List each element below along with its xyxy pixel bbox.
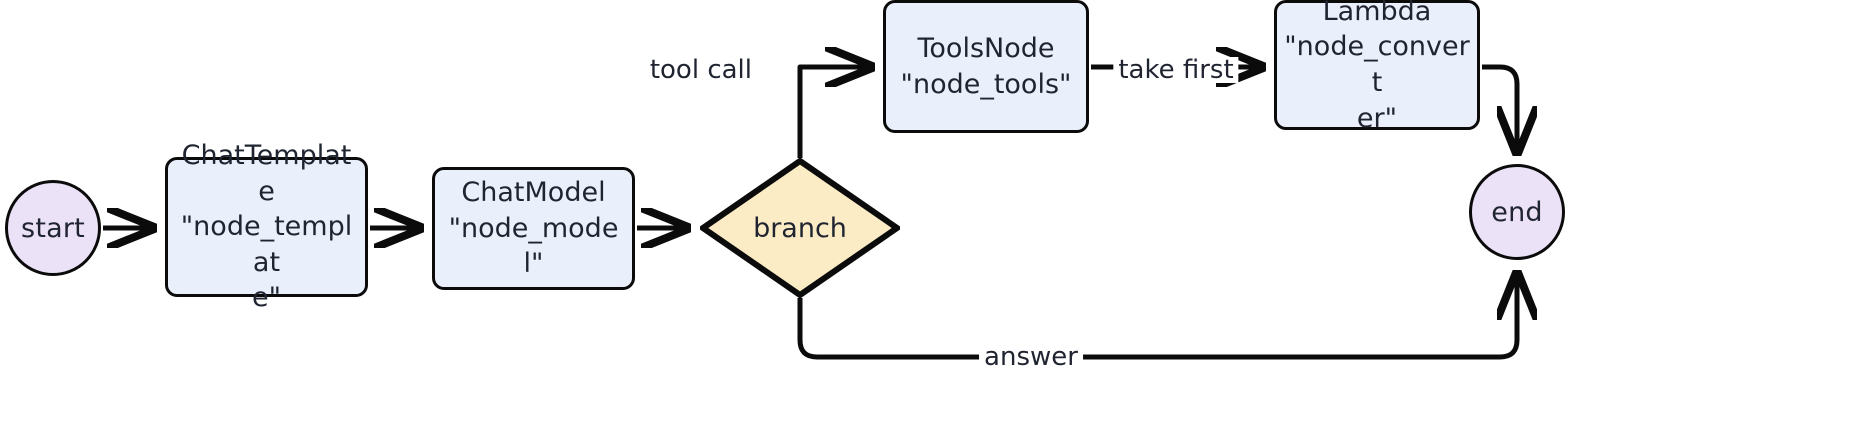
node-tools-label-line2: "node_tools"	[900, 68, 1072, 100]
node-converter-label-line1: Lambda	[1322, 0, 1432, 27]
node-tools-label-line1: ToolsNode	[917, 32, 1055, 64]
node-end-label: end	[1491, 196, 1543, 228]
node-converter-label-line3: er"	[1356, 102, 1398, 134]
node-end[interactable]: end	[1469, 164, 1565, 260]
edge-label-answer-text: answer	[984, 342, 1078, 372]
node-start[interactable]: start	[5, 180, 101, 276]
edge-label-tool-call-text: tool call	[649, 55, 752, 85]
node-chat-template-label-line1: ChatTemplate	[181, 139, 352, 207]
node-branch[interactable]: branch	[700, 158, 900, 298]
diamond-shape-icon	[700, 158, 900, 298]
node-chat-template-label-line2: "node_templat	[180, 211, 353, 278]
node-chat-model[interactable]: ChatModel "node_model"	[432, 167, 635, 290]
node-chat-model-label-line2: "node_model"	[448, 212, 619, 280]
node-branch-label: branch	[753, 212, 847, 244]
edge-label-answer: answer	[979, 344, 1083, 370]
edge-branch-to-end	[797, 275, 1517, 360]
node-converter-label-line2: "node_convert	[1284, 31, 1470, 98]
node-start-label: start	[21, 212, 85, 244]
edge-label-take-first: take first	[1113, 55, 1239, 85]
edge-converter-to-end	[1482, 64, 1517, 151]
node-chat-template-label-line3: e"	[251, 282, 282, 314]
node-chat-model-label-line1: ChatModel	[461, 177, 606, 209]
edge-branch-to-tools	[797, 67, 870, 158]
node-chat-template[interactable]: ChatTemplate "node_templat e"	[165, 140, 368, 313]
node-converter[interactable]: Lambda "node_convert er"	[1274, 0, 1480, 134]
edge-label-take-first-text: take first	[1118, 55, 1234, 85]
node-tools[interactable]: ToolsNode "node_tools"	[883, 0, 1089, 133]
edge-label-tool-call: tool call	[644, 55, 757, 85]
